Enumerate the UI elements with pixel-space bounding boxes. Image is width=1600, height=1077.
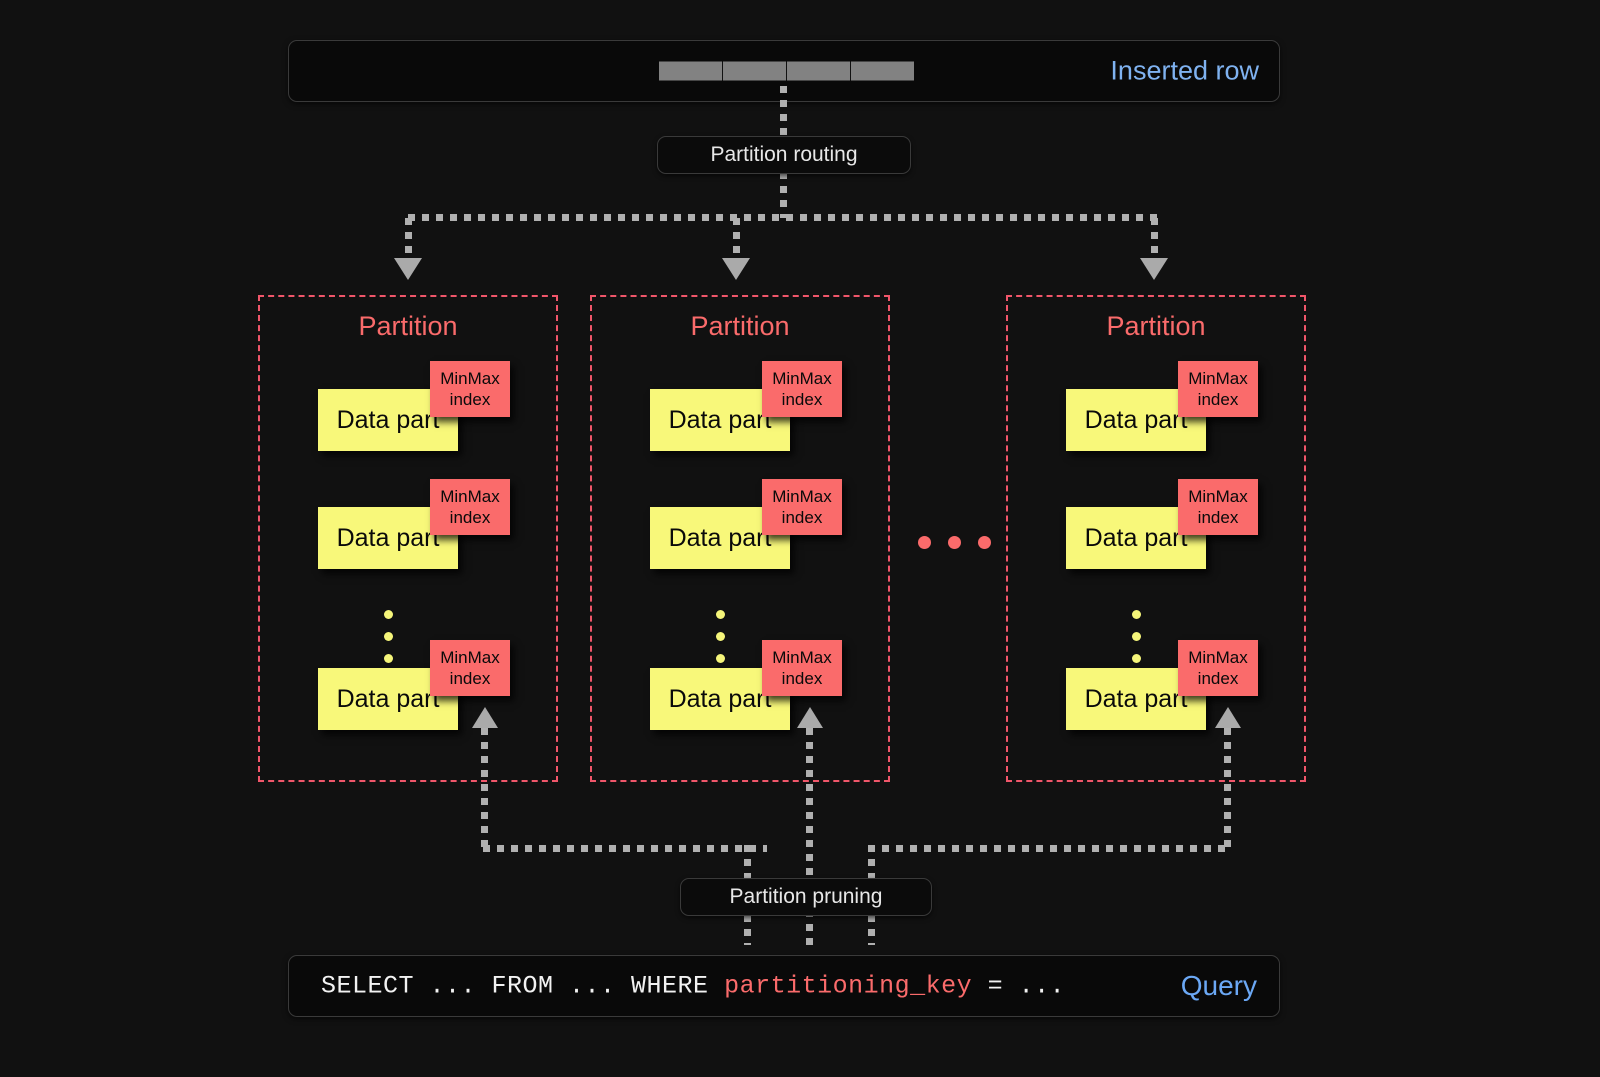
data-part-box: Data part bbox=[1066, 507, 1206, 569]
connector-pruning-bus-right bbox=[868, 845, 1228, 852]
ellipsis-dot bbox=[384, 654, 393, 663]
arrow-down-partition-1 bbox=[394, 258, 422, 280]
ellipsis-dot bbox=[384, 610, 393, 619]
query-bar: SELECT ... FROM ... WHERE partitioning_k… bbox=[288, 955, 1280, 1017]
data-part-box: Data part bbox=[1066, 668, 1206, 730]
inserted-row-label: Inserted row bbox=[1110, 55, 1259, 86]
ellipsis-dot bbox=[1132, 610, 1141, 619]
partition-title: Partition bbox=[690, 311, 790, 341]
arrow-down-partition-2 bbox=[722, 258, 750, 280]
ellipsis-dot bbox=[716, 654, 725, 663]
data-parts-ellipsis bbox=[716, 610, 725, 663]
partition-routing-box[interactable]: Partition routing bbox=[657, 136, 911, 174]
connector-bus-to-partition-1 bbox=[405, 218, 412, 262]
row-cell bbox=[787, 61, 851, 81]
row-cell bbox=[659, 61, 723, 81]
partition-pruning-box[interactable]: Partition pruning bbox=[680, 878, 932, 916]
connector-bus-to-partition-2 bbox=[733, 218, 740, 262]
partition-title: Partition bbox=[1106, 311, 1206, 341]
query-partitioning-key: partitioning_key bbox=[724, 971, 973, 1001]
connector-pruning-to-partition-3 bbox=[1224, 728, 1231, 850]
query-label: Query bbox=[1180, 970, 1257, 1001]
arrow-down-partition-3 bbox=[1140, 258, 1168, 280]
ellipsis-dot bbox=[384, 632, 393, 641]
ellipsis-dot bbox=[948, 536, 961, 549]
query-prefix: SELECT ... FROM ... WHERE bbox=[321, 971, 725, 1001]
partition-pruning-label: Partition pruning bbox=[729, 885, 883, 908]
partition-title: Partition bbox=[358, 311, 458, 341]
arrow-up-partition-3 bbox=[1215, 707, 1241, 728]
connector-pruning-to-partition-1 bbox=[481, 728, 488, 850]
arrow-up-partition-2 bbox=[797, 707, 823, 728]
data-part-box: Data part bbox=[650, 668, 790, 730]
ellipsis-dot bbox=[918, 536, 931, 549]
inserted-row-cells bbox=[659, 61, 914, 81]
ellipsis-dot bbox=[1132, 632, 1141, 641]
ellipsis-dot bbox=[1132, 654, 1141, 663]
row-cell bbox=[851, 61, 914, 81]
connector-row-to-routing bbox=[780, 86, 787, 138]
ellipsis-dot bbox=[978, 536, 991, 549]
connector-routing-bus bbox=[408, 214, 1158, 221]
connector-bus-to-partition-3 bbox=[1151, 218, 1158, 262]
inserted-row-bar: Inserted row bbox=[288, 40, 1280, 102]
row-cell bbox=[723, 61, 787, 81]
connector-pruning-bus-left bbox=[483, 845, 767, 852]
ellipsis-dot bbox=[716, 610, 725, 619]
data-parts-ellipsis bbox=[384, 610, 393, 663]
data-parts-ellipsis bbox=[1132, 610, 1141, 663]
partitions-ellipsis bbox=[918, 536, 991, 549]
ellipsis-dot bbox=[716, 632, 725, 641]
query-sql-text: SELECT ... FROM ... WHERE partitioning_k… bbox=[321, 972, 1065, 1001]
partition-routing-label: Partition routing bbox=[710, 143, 858, 166]
query-suffix: = ... bbox=[972, 971, 1066, 1001]
data-part-box: Data part bbox=[318, 507, 458, 569]
arrow-up-partition-1 bbox=[472, 707, 498, 728]
connector-pruning-to-partition-2 bbox=[806, 728, 813, 945]
connector-routing-to-bus bbox=[780, 172, 787, 218]
